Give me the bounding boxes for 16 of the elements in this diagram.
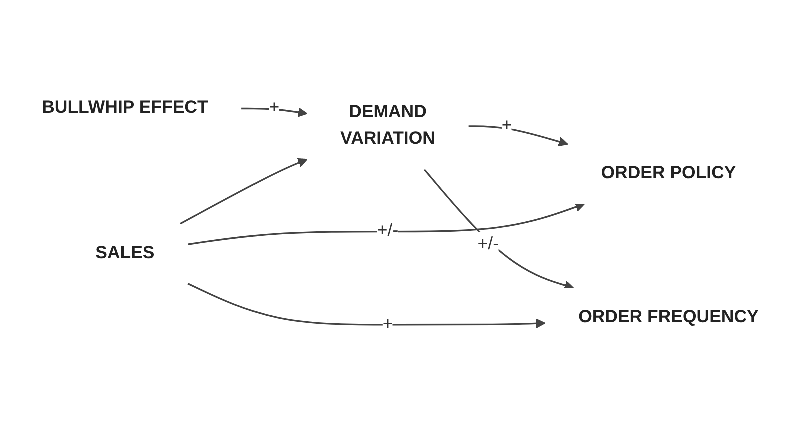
edge-label: + <box>502 116 512 136</box>
arrow <box>424 169 574 290</box>
edge-label: + <box>269 98 280 118</box>
node-text: ORDER FREQUENCY <box>578 308 759 328</box>
edge-label: +/- <box>478 235 499 254</box>
edge-label: +/- <box>377 222 399 241</box>
arrow <box>188 202 586 246</box>
arrow <box>188 283 546 329</box>
node-text: ORDER POLICY <box>601 164 736 184</box>
node-text: SALES <box>96 244 155 263</box>
arrow <box>468 126 568 147</box>
arrow <box>242 108 308 118</box>
node-text: BULLWHIP EFFECT <box>42 98 208 118</box>
arrow <box>180 158 308 225</box>
edge-label: + <box>382 314 394 334</box>
node-text: DEMAND VARIATION <box>340 103 436 149</box>
